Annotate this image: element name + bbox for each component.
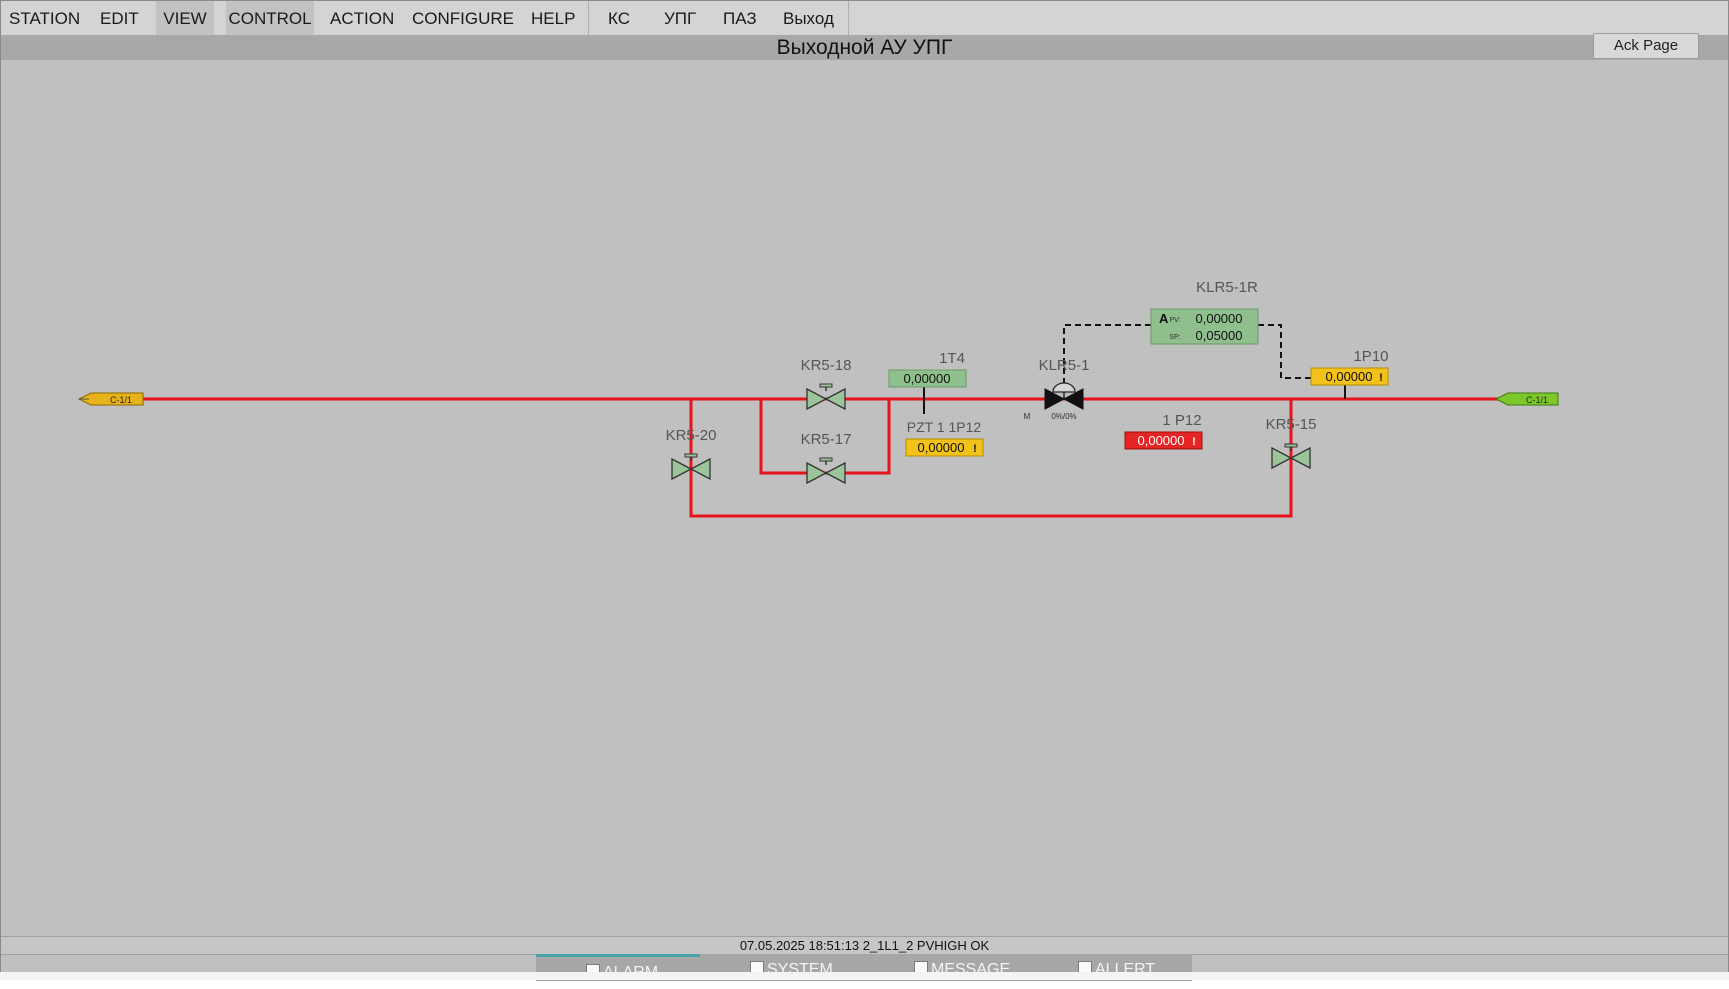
valve-kr5-17[interactable] (806, 457, 846, 485)
control-signal-line (1063, 324, 1311, 384)
menu-action[interactable]: ACTION (330, 9, 395, 28)
page-title: Выходной АУ УПГ (776, 36, 953, 59)
menu-upg[interactable]: УПГ (664, 9, 697, 28)
instrument-1p12-tag: 1 P12 (1162, 412, 1201, 429)
warning-icon: ! (1379, 372, 1383, 384)
alarm-icon: ! (1192, 436, 1196, 448)
instrument-pzt-1p12-value: 0,00000 (918, 440, 965, 455)
outlet-connector-label: C-1/1 (1526, 395, 1548, 405)
tab-message-label: MESSAGE (931, 961, 1011, 978)
valve-kr5-18[interactable] (806, 383, 846, 411)
controller-mode: A (1159, 311, 1169, 326)
controller-faceplate[interactable]: A PV: 0,00000 SP: 0,05000 (1150, 308, 1259, 345)
taskbar-strip (0, 972, 1729, 980)
valve-kr5-15-label: KR5-15 (1266, 416, 1317, 433)
instrument-1t4-display[interactable]: 0,00000 (888, 369, 967, 388)
menu-control[interactable]: CONTROL (226, 1, 314, 35)
instrument-1t4-tag: 1T4 (939, 350, 965, 367)
menu-paz[interactable]: ПАЗ (723, 9, 757, 28)
ack-page-button[interactable]: Ack Page (1593, 33, 1699, 59)
tab-allert-label: ALLERT (1095, 961, 1156, 978)
menu-station[interactable]: STATION (9, 9, 81, 28)
process-diagram: C-1/1 C-1/1 KR5-18 KR5-17 (1, 61, 1728, 933)
valve-mode-indicator: M (1024, 412, 1031, 421)
controller-sp-label: SP: (1169, 334, 1180, 341)
controller-tag: KLR5-1R (1196, 279, 1258, 296)
control-valve-klr5-1-label: KLR5-1 (1039, 357, 1090, 374)
menu-ks[interactable]: КС (608, 9, 630, 28)
menu-bar: STATION EDIT VIEW CONTROL ACTION CONFIGU… (1, 1, 1728, 36)
instrument-pzt-1p12-display[interactable]: 0,00000 ! (905, 438, 984, 457)
valve-kr5-20[interactable] (671, 453, 711, 481)
controller-pv-label: PV: (1169, 317, 1180, 324)
valve-position-readout: 0%/0% (1051, 412, 1076, 421)
menu-exit[interactable]: Выход (783, 9, 834, 28)
inlet-connector-label: C-1/1 (110, 395, 132, 405)
instrument-1p12-value: 0,00000 (1138, 433, 1185, 448)
tab-system-label: SYSTEM (767, 961, 833, 978)
control-valve-klr5-1[interactable] (1044, 382, 1084, 410)
valve-kr5-15[interactable] (1271, 443, 1311, 470)
menu-help[interactable]: HELP (531, 9, 576, 28)
instrument-1p10-value: 0,00000 (1326, 369, 1373, 384)
instrument-1p10-display[interactable]: 0,00000 ! (1310, 367, 1389, 386)
valve-kr5-20-label: KR5-20 (666, 427, 717, 444)
controller-pv-value: 0,00000 (1196, 311, 1243, 326)
controller-sp-value: 0,05000 (1196, 328, 1243, 343)
title-bar: Выходной АУ УПГ (1, 35, 1728, 60)
status-message: 07.05.2025 18:51:13 2_1L1_2 PVHIGH OK (739, 938, 990, 953)
menu-separator (848, 1, 849, 35)
instrument-1t4-value: 0,00000 (904, 371, 951, 386)
warning-icon: ! (973, 443, 977, 455)
menu-configure[interactable]: CONFIGURE (412, 9, 514, 28)
valve-kr5-17-label: KR5-17 (801, 431, 852, 448)
status-bar: 07.05.2025 18:51:13 2_1L1_2 PVHIGH OK (1, 936, 1728, 955)
valve-kr5-18-label: KR5-18 (801, 357, 852, 374)
menu-view[interactable]: VIEW (156, 1, 214, 35)
instrument-1p10-tag: 1P10 (1353, 348, 1388, 365)
menu-separator (588, 1, 589, 35)
instrument-1p12-display[interactable]: 0,00000 ! (1124, 431, 1203, 450)
menu-edit[interactable]: EDIT (100, 9, 139, 28)
outlet-connector[interactable]: C-1/1 (1494, 392, 1559, 406)
instrument-pzt-1p12-tag: PZT 1 1P12 (907, 419, 982, 435)
inlet-connector[interactable]: C-1/1 (77, 392, 144, 406)
